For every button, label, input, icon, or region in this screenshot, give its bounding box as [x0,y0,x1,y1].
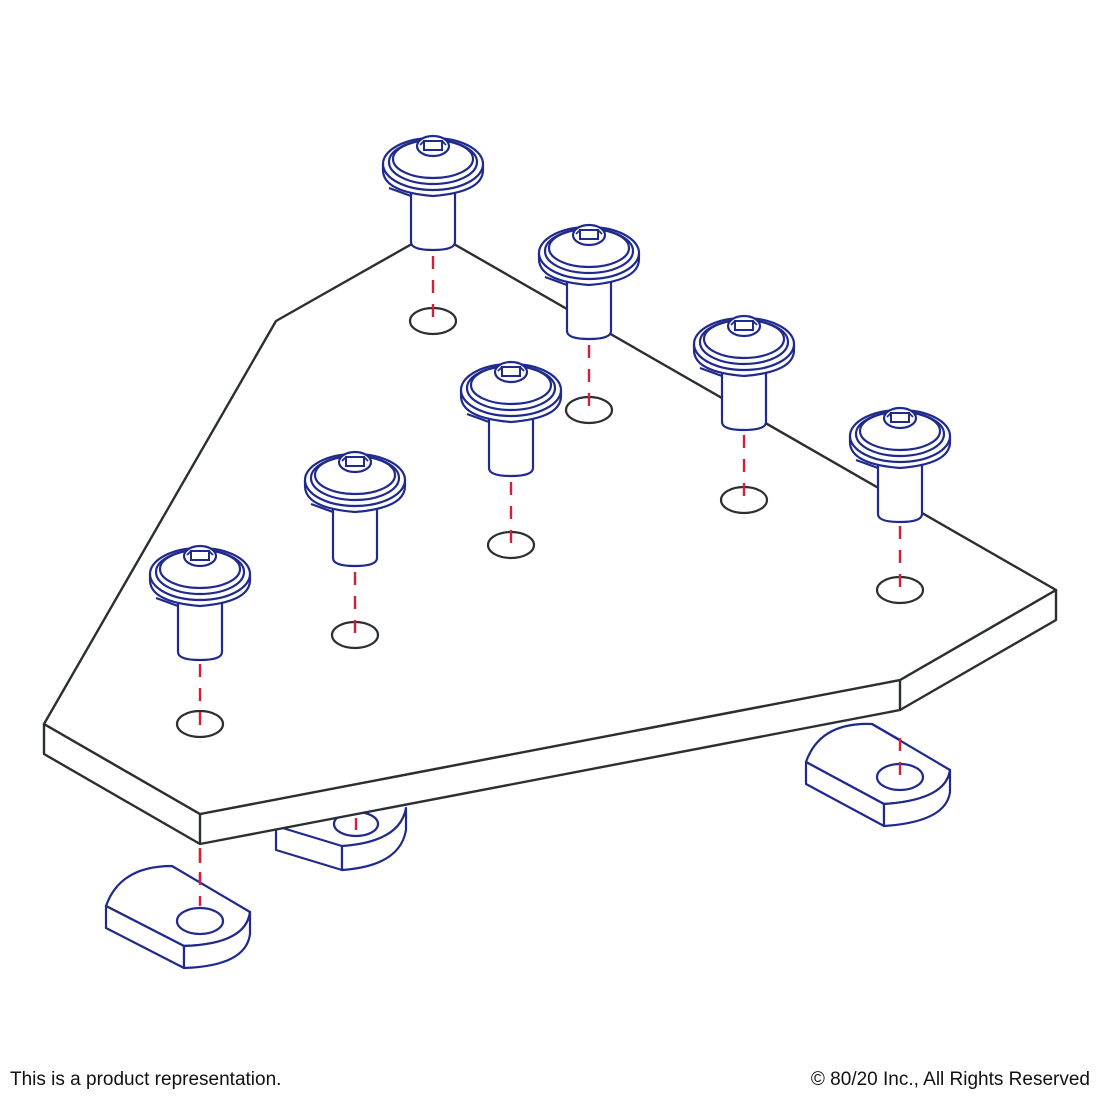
t-nut-back [274,806,408,872]
t-nut-left [104,864,252,970]
copyright-text: © 80/20 Inc., All Rights Reserved [810,1069,1090,1090]
screw-1 [381,134,485,252]
gusset-plate [42,230,1058,846]
disclaimer-text: This is a product representation. [10,1069,282,1090]
t-nut-right [804,722,952,828]
t-nut-right-front [871,723,901,741]
mounting-holes [175,306,925,739]
